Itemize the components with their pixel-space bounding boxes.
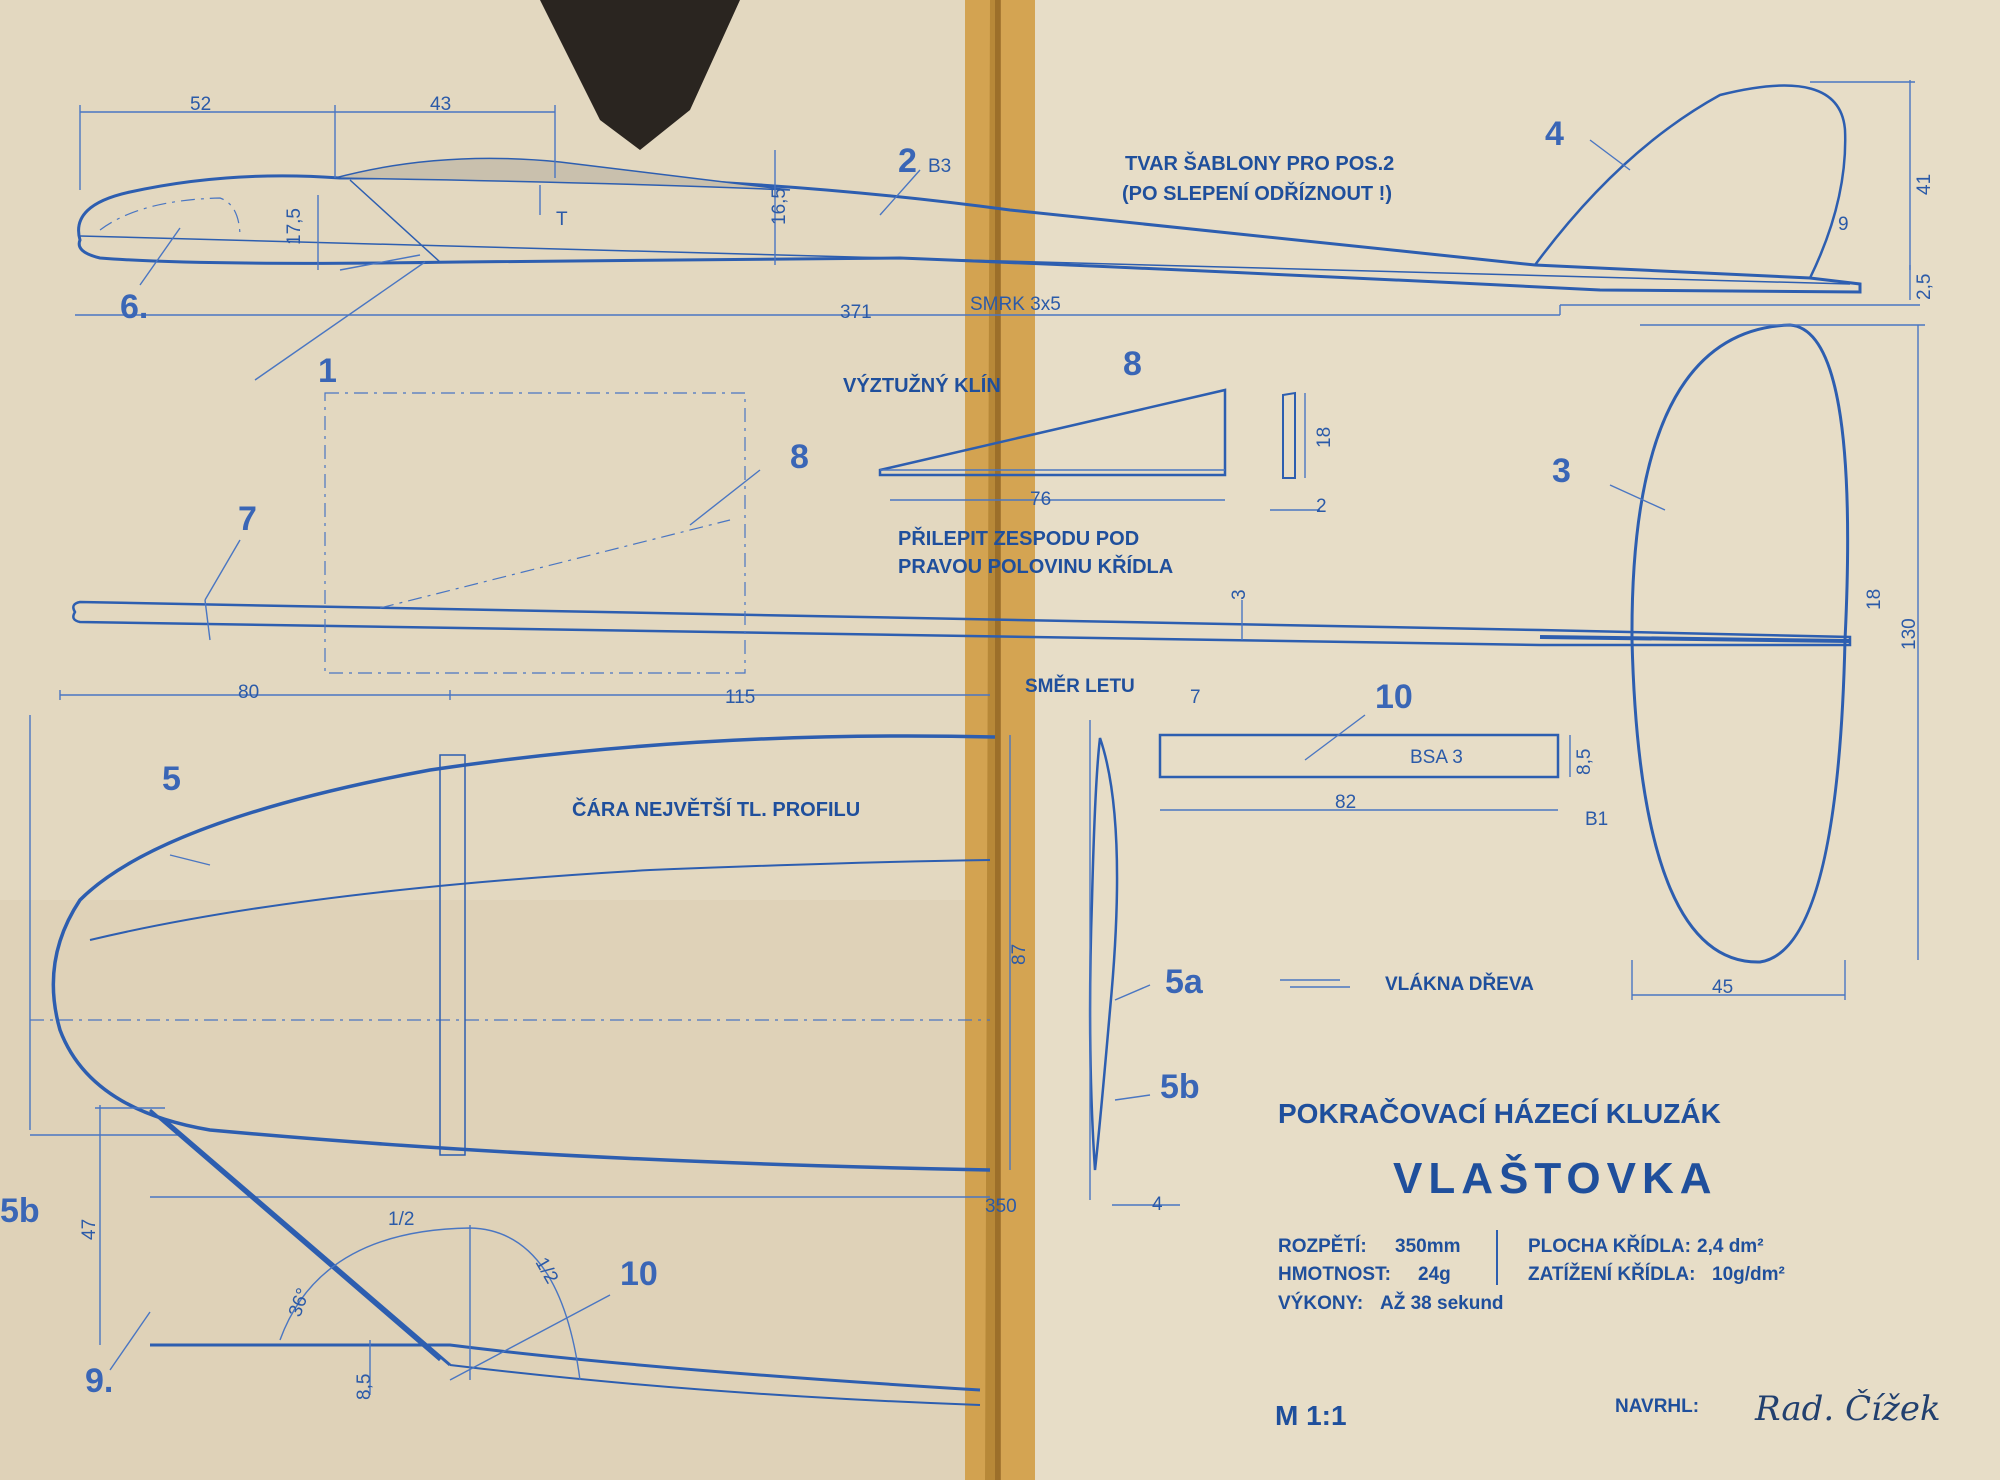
dim-87: 87: [1009, 944, 1030, 965]
part-5a-label: 5a: [1165, 963, 1204, 1001]
wing-profile-section: [1088, 737, 1119, 1171]
dim-8-5-bar: 8,5: [1574, 749, 1595, 775]
mass-label: HMOTNOST:: [1278, 1264, 1391, 1285]
flight-direction: SMĚR LETU: [1025, 675, 1135, 697]
b3-label: B3: [928, 156, 951, 177]
dim-4: 4: [1152, 1194, 1163, 1215]
title-line-1: POKRAČOVACÍ HÁZECÍ KLUZÁK: [1278, 1097, 1721, 1129]
fuselage-side-view: [75, 80, 1920, 381]
span-value: 350mm: [1395, 1236, 1461, 1257]
dim-18-wedge: 18: [1314, 427, 1335, 448]
grain-label: VLÁKNA DŘEVA: [1385, 973, 1534, 995]
dim-18-fin: 18: [1864, 589, 1885, 610]
dim-2: 2: [1316, 496, 1327, 517]
wing-joint-part-9: [95, 1105, 981, 1406]
wedge-part: [878, 388, 1227, 477]
dim-130: 130: [1899, 618, 1920, 650]
spar-label: SMRK 3x5: [970, 294, 1061, 315]
fuselage-top-view: [72, 392, 1852, 674]
dim-9: 9: [1838, 214, 1849, 235]
designer-label: NAVRHL:: [1615, 1396, 1699, 1417]
dim-1-2-a: 1/2: [388, 1209, 414, 1230]
dim-350: 350: [985, 1196, 1017, 1217]
load-label: ZATÍŽENÍ KŘÍDLA:: [1528, 1263, 1695, 1285]
dim-2-5: 2,5: [1914, 274, 1935, 300]
dim-3: 3: [1229, 589, 1250, 600]
template-note-1: TVAR ŠABLONY PRO POS.2: [1125, 151, 1394, 175]
area-label: PLOCHA KŘÍDLA:: [1528, 1235, 1691, 1257]
part-8-top-label: 8: [1123, 345, 1142, 383]
wing-planform-part-5: [29, 690, 1011, 1198]
part-5b-label: 5b: [1160, 1068, 1200, 1106]
right-page: [1000, 0, 2000, 1480]
paper-shade: [0, 900, 985, 1480]
wedge-label: VÝZTUŽNÝ KLÍN: [843, 373, 1001, 397]
area-value: 2,4 dm²: [1697, 1236, 1764, 1257]
stabilizer-part-3: [1609, 323, 1925, 1000]
part-5b-left-label: 5b: [0, 1192, 40, 1230]
part-10-bottom-label: 10: [620, 1255, 658, 1293]
dim-80: 80: [238, 682, 259, 703]
mass-value: 24g: [1418, 1264, 1451, 1285]
dim-16-5: 16,5: [769, 188, 790, 225]
dim-115: 115: [725, 687, 755, 708]
dim-8-5-bottom: 8,5: [354, 1374, 375, 1400]
scale-label: M 1:1: [1275, 1400, 1347, 1431]
dim-76: 76: [1030, 489, 1051, 510]
bsa3-label: BSA 3: [1410, 747, 1463, 768]
dim-371: 371: [840, 302, 872, 323]
dim-41: 41: [1914, 174, 1935, 195]
part-1-label: 1: [318, 352, 337, 390]
part-5-label: 5: [162, 760, 181, 798]
profile-line-label: ČÁRA NEJVĚTŠÍ TL. PROFILU: [572, 797, 860, 821]
glue-note-1: PŘILEPIT ZESPODU POD: [898, 526, 1139, 550]
part-4-label: 4: [1545, 115, 1564, 153]
perf-value: AŽ 38 sekund: [1380, 1292, 1504, 1314]
part-9-label: 9.: [85, 1362, 113, 1400]
wing-root-rib: [334, 157, 791, 191]
wedge-section: [1282, 391, 1296, 479]
dim-7: 7: [1190, 687, 1201, 708]
part-10-top-label: 10: [1375, 678, 1413, 716]
part-2-label: 2: [898, 142, 917, 180]
part-3-label: 3: [1552, 452, 1571, 490]
part-6-label: 6.: [120, 288, 148, 326]
part-8-mid-label: 8: [790, 438, 809, 476]
center-fold: [995, 0, 1001, 1480]
dim-82: 82: [1335, 792, 1356, 813]
b1-label: B1: [1585, 809, 1608, 830]
dim-43: 43: [430, 94, 451, 115]
t-mark: T: [556, 209, 568, 230]
span-label: ROZPĚTÍ:: [1278, 1235, 1367, 1257]
load-value: 10g/dm²: [1712, 1264, 1785, 1285]
title-line-2: VLAŠTOVKA: [1393, 1152, 1718, 1203]
perf-label: VÝKONY:: [1278, 1292, 1363, 1314]
glue-note-2: PRAVOU POLOVINU KŘÍDLA: [898, 554, 1173, 578]
template-note-2: (PO SLEPENÍ ODŘÍZNOUT !): [1122, 181, 1392, 205]
dim-45: 45: [1712, 977, 1733, 998]
part-10-bar: [1158, 733, 1560, 779]
dim-52: 52: [190, 94, 211, 115]
dim-17-5: 17,5: [284, 208, 305, 245]
designer-signature: Rad. Čížek: [1754, 1388, 1941, 1429]
dim-47: 47: [79, 1219, 100, 1240]
left-page: [0, 0, 990, 1480]
part-7-label: 7: [238, 500, 257, 538]
